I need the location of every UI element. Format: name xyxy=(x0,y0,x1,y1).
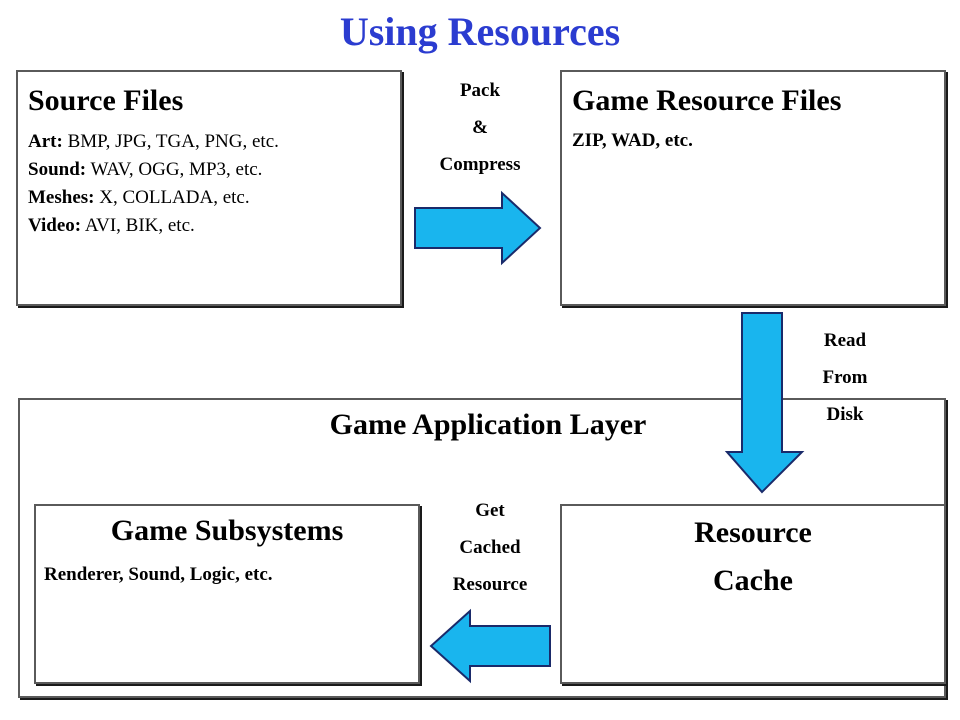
game-subsystems-title: Game Subsystems xyxy=(110,514,344,547)
resource-cache-title-line1: Resource xyxy=(694,516,812,549)
game-resource-files-title: Game Resource Files xyxy=(572,84,842,117)
resource-cache-title-line2: Cache xyxy=(713,564,793,597)
get-cached-resource-label: Get Cached Resource xyxy=(452,500,528,595)
resource-cache-box: Resource Cache xyxy=(560,504,946,684)
pack-compress-label: Pack & Compress xyxy=(439,80,521,175)
page-title: Using Resources xyxy=(339,9,621,54)
source-row-art: Art: BMP, JPG, TGA, PNG, etc. xyxy=(28,131,279,152)
arrow-left-icon xyxy=(429,608,551,684)
read-from-disk-label: Read From Disk xyxy=(822,330,868,425)
game-application-layer-title: Game Application Layer xyxy=(329,408,647,441)
game-resource-files-box: Game Resource Files ZIP, WAD, etc. xyxy=(560,70,946,306)
source-row-sound: Sound: WAV, OGG, MP3, etc. xyxy=(28,159,263,180)
source-files-list: Art: BMP, JPG, TGA, PNG, etc. Sound: WAV… xyxy=(28,128,279,240)
source-row-meshes: Meshes: X, COLLADA, etc. xyxy=(28,187,250,208)
game-resource-files-subtext: ZIP, WAD, etc. xyxy=(572,130,693,151)
game-subsystems-subtext: Renderer, Sound, Logic, etc. xyxy=(44,564,273,585)
source-files-title: Source Files xyxy=(28,84,184,117)
game-subsystems-box: Game Subsystems Renderer, Sound, Logic, … xyxy=(34,504,420,684)
source-files-box: Source Files Art: BMP, JPG, TGA, PNG, et… xyxy=(16,70,402,306)
source-row-video: Video: AVI, BIK, etc. xyxy=(28,215,195,236)
arrow-down-icon xyxy=(724,312,805,494)
arrow-right-icon xyxy=(414,190,542,266)
